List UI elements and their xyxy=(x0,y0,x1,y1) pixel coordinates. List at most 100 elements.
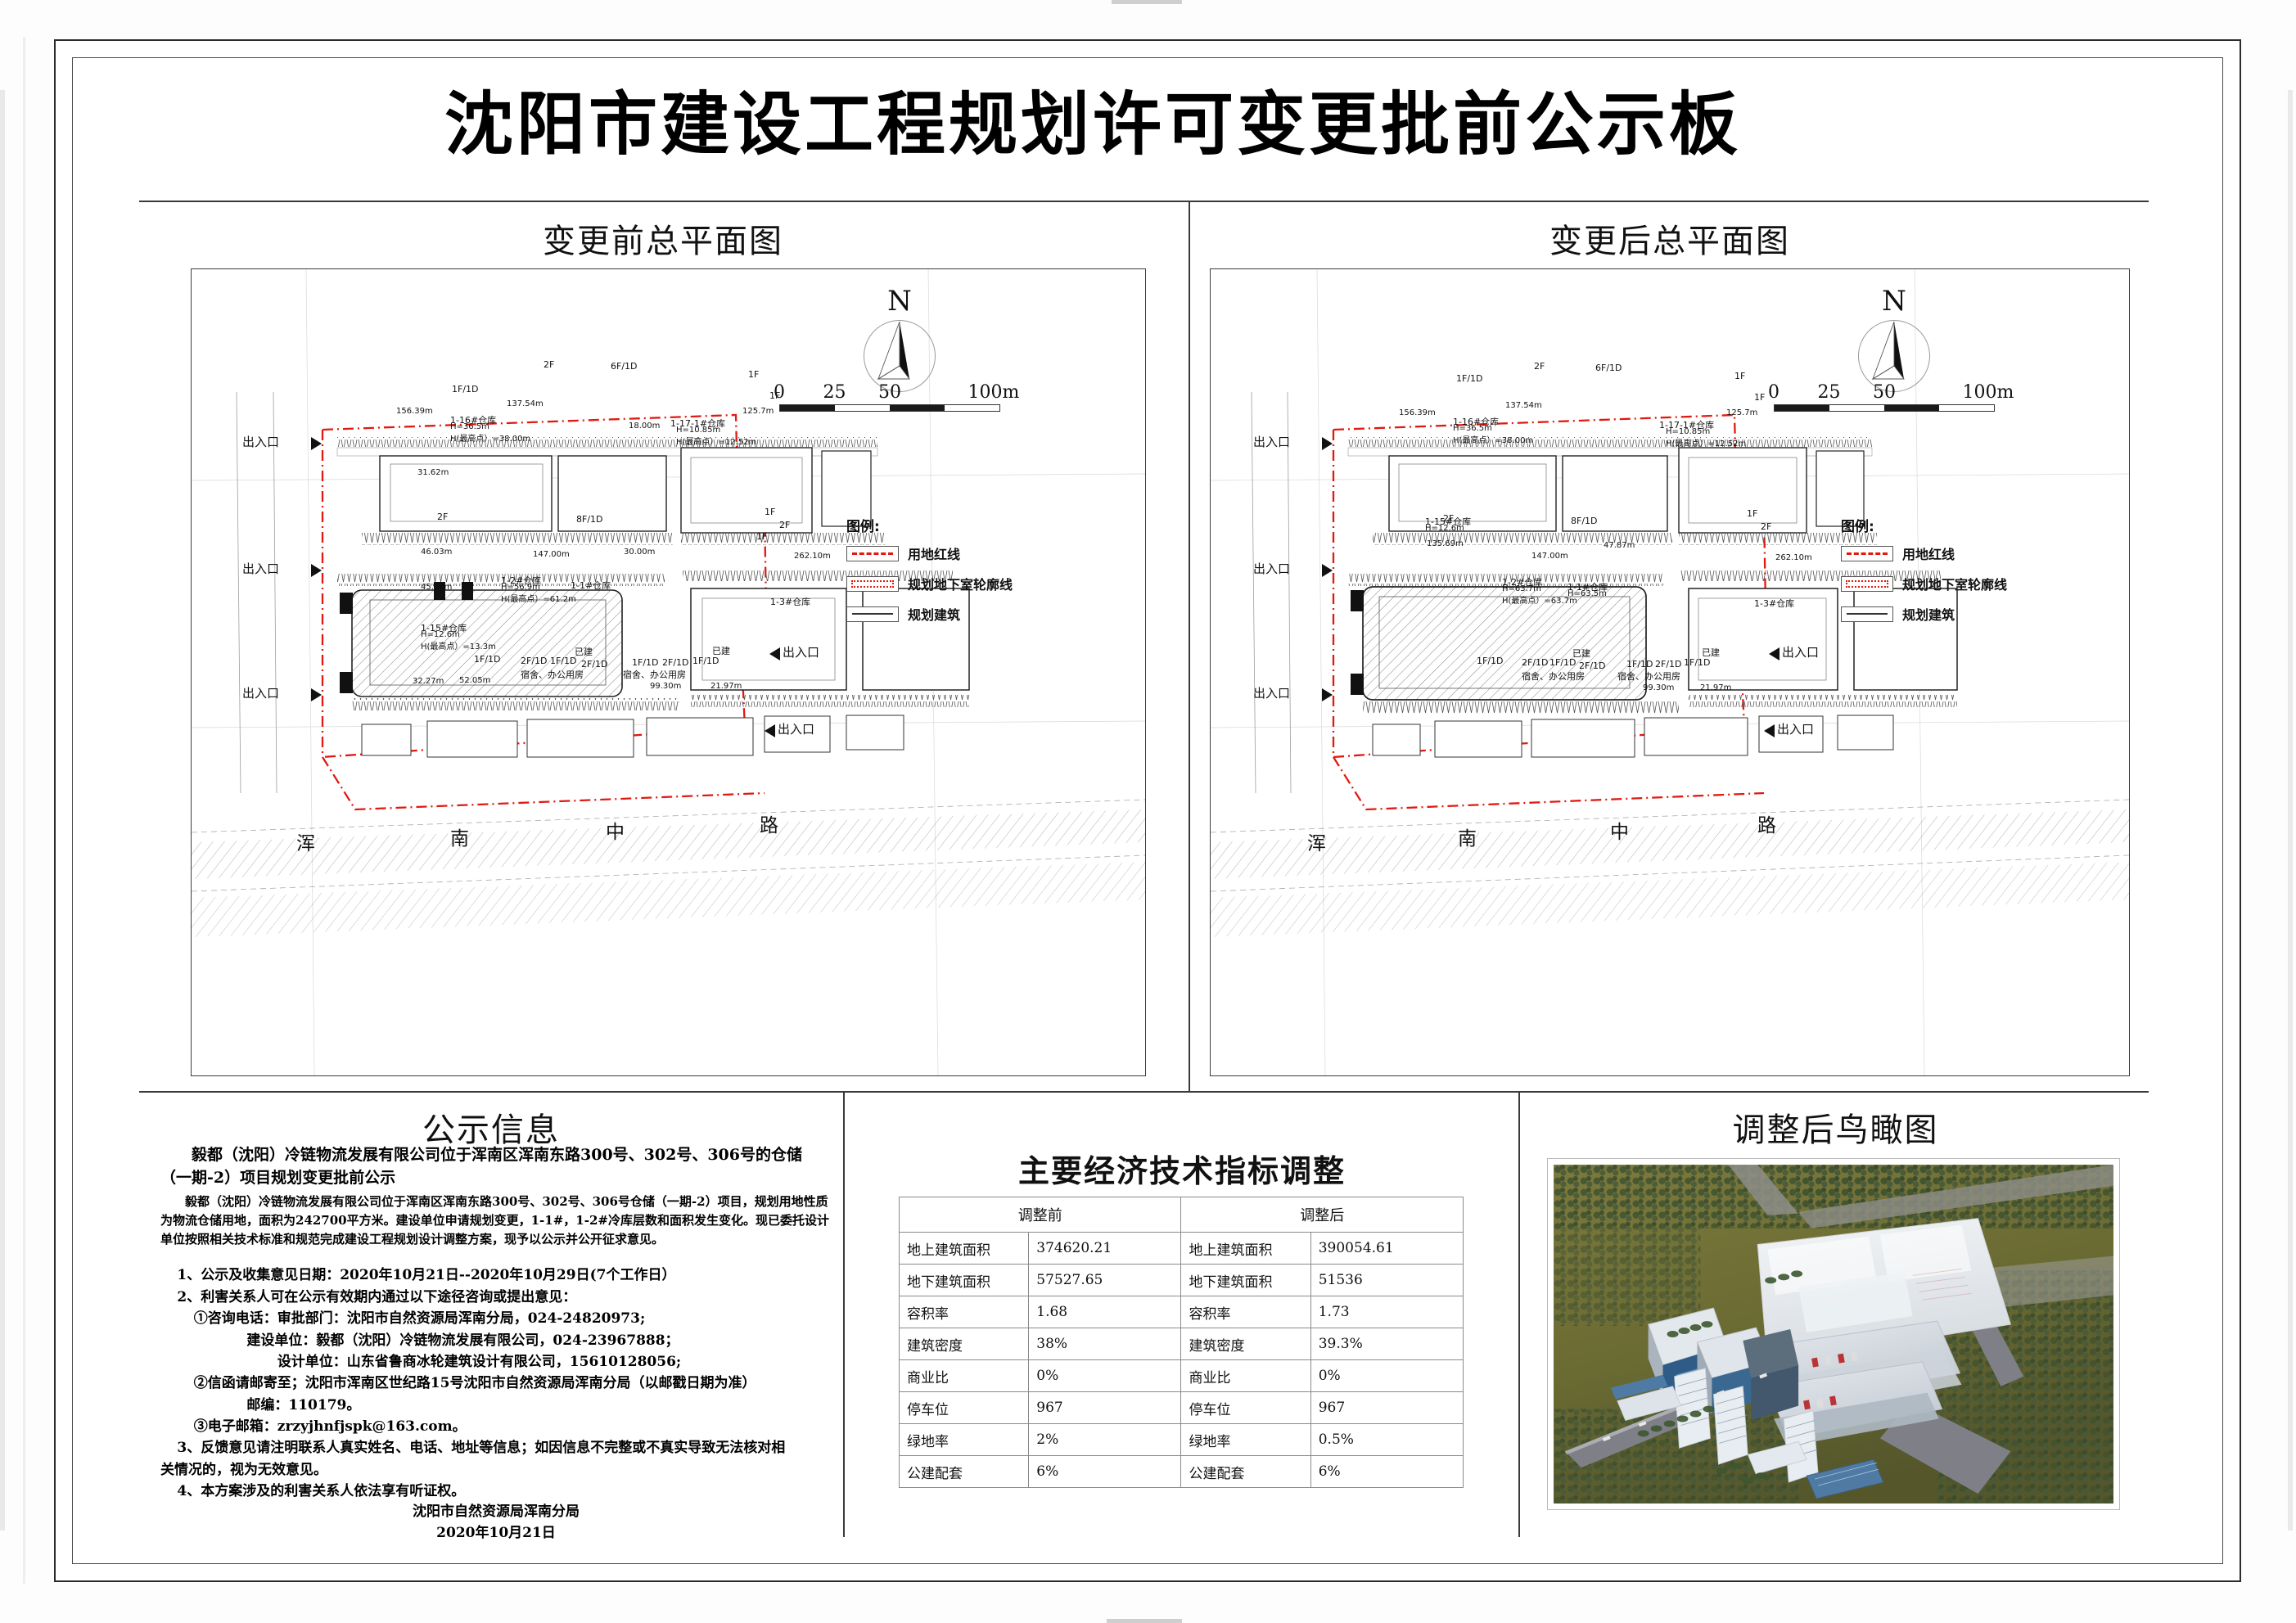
section-title-before-plan: 变更前总平面图 xyxy=(543,223,783,260)
plan-annotation: 47.87m xyxy=(1604,541,1635,550)
plan-annotation: 1-2#仓库 xyxy=(501,575,542,586)
site-plan-before: N 0 25 50 100m 图例: xyxy=(191,268,1146,1076)
indicator-key-before: 地上建筑面积 xyxy=(898,1232,1030,1265)
plan-annotation: 2F xyxy=(1534,361,1545,372)
entrance-arrow-icon xyxy=(769,647,780,660)
rendering-frame xyxy=(1547,1158,2120,1510)
plan-annotation: 1-16#仓库 xyxy=(1453,417,1500,427)
indicator-key-before: 公建配套 xyxy=(898,1455,1030,1488)
entrance-arrow-icon xyxy=(311,688,322,701)
indicator-key-after: 地上建筑面积 xyxy=(1180,1232,1311,1265)
page-edge-right xyxy=(2288,90,2293,1531)
plan-annotation: 1-3#仓库 xyxy=(770,597,811,607)
plan-annotation: 1-15#仓库 xyxy=(1425,516,1472,527)
registration-mark-top xyxy=(1112,0,1182,4)
legend-swatch-building xyxy=(846,606,899,622)
north-arrow-after: N xyxy=(1833,287,1955,392)
plan-annotation: 1-1#仓库 xyxy=(571,580,611,591)
indicator-key-after: 地下建筑面积 xyxy=(1180,1264,1311,1296)
plan-annotation: H=63.5m xyxy=(1568,589,1607,598)
entrance-arrow-icon xyxy=(1322,564,1333,577)
plan-annotation: 2F xyxy=(1761,521,1772,532)
plan-annotation: 30.00m xyxy=(624,548,656,557)
legend-swatch-basement xyxy=(846,575,899,592)
legend-after: 图例: 用地红线 规划地下室轮廓线 规划建筑 xyxy=(1841,515,2007,634)
plan-annotation: 1F xyxy=(769,390,781,401)
indicator-key-before: 商业比 xyxy=(898,1359,1030,1392)
indicator-value-before: 0% xyxy=(1028,1359,1182,1392)
plan-annotation: 21.97m xyxy=(1700,683,1732,692)
site-plan-after-drawing xyxy=(1211,269,2129,1075)
site-plan-after: N 0 25 50 100m 图例: 用地红 xyxy=(1210,268,2130,1076)
indicator-key-after: 公建配套 xyxy=(1180,1455,1311,1488)
legend-label-red-line: 用地红线 xyxy=(1902,547,1955,562)
compass-rose-after xyxy=(1858,320,1930,392)
road-label-char-2: 南 xyxy=(1458,828,1477,850)
plan-annotation: H(最高点）=12.52m xyxy=(676,438,757,447)
indicator-key-after: 建筑密度 xyxy=(1180,1328,1311,1360)
indicator-value-before: 1.68 xyxy=(1028,1296,1182,1328)
vertical-divider-table-render xyxy=(1518,1091,1520,1537)
indicator-value-after: 967 xyxy=(1310,1391,1464,1424)
plan-annotation: H=12.6m xyxy=(1425,524,1464,533)
entrance-label-5: 出入口 xyxy=(1777,722,1815,737)
plan-annotation: 1-16#仓库 xyxy=(450,415,497,426)
plan-annotation: 1F/1D xyxy=(1477,656,1504,666)
plan-annotation: 8F/1D xyxy=(576,514,603,525)
indicator-key-after: 商业比 xyxy=(1180,1359,1311,1392)
north-label-after: N xyxy=(1882,285,1906,318)
notice-item-2a2: 建设单位：毅都（沈阳）冷链物流发展有限公司，024-23967888； xyxy=(246,1332,679,1349)
legend-label-red-line: 用地红线 xyxy=(908,547,961,562)
legend-item-red-line: 用地红线 xyxy=(1841,543,2007,563)
plan-annotation: 1F/1D xyxy=(1456,373,1483,384)
plan-annotation: 2F/1D xyxy=(581,659,608,669)
entrance-label-1: 出入口 xyxy=(1253,435,1291,449)
entrance-arrow-icon xyxy=(1769,647,1780,660)
entrance-arrow-icon xyxy=(1322,688,1333,701)
page-title: 沈阳市建设工程规划许可变更批前公示板 xyxy=(444,83,1741,165)
table-header-row: 调整前 调整后 xyxy=(898,1197,1464,1233)
indicator-key-after: 容积率 xyxy=(1180,1296,1311,1328)
plan-annotation: 1-17-1#仓库 xyxy=(1659,420,1715,431)
plan-annotation: 1F/1D xyxy=(632,657,659,668)
plan-annotation: 1-2#仓库 xyxy=(1502,577,1543,588)
plan-annotation: 1F/1D xyxy=(1684,657,1711,668)
plan-annotation: 1-17-1#仓库 xyxy=(670,418,726,429)
legend-swatch-red-line xyxy=(1841,545,1893,561)
indicator-key-before: 地下建筑面积 xyxy=(898,1264,1030,1296)
plan-annotation: H(最高点）=38.00m xyxy=(1453,436,1534,445)
notice-signature: 沈阳市自然资源局浑南分局 2020年10月21日 xyxy=(160,1502,832,1544)
plan-annotation: 46.03m xyxy=(421,548,453,557)
plan-annotation: 262.10m xyxy=(794,552,831,561)
plan-annotation: 1F xyxy=(1747,508,1758,519)
plan-annotation: 21.97m xyxy=(710,682,742,691)
plan-annotation: 137.54m xyxy=(507,399,544,408)
plan-annotation: H(最高点）=12.52m xyxy=(1666,440,1747,449)
section-title-rendering: 调整后鸟瞰图 xyxy=(1732,1111,1939,1149)
legend-item-planned-building: 规划建筑 xyxy=(846,604,1013,624)
plan-annotation: 1-3#仓库 xyxy=(1754,598,1795,609)
scale-tick-0: 0 xyxy=(774,382,785,403)
poster-border-inner xyxy=(72,57,2223,1564)
plan-annotation: 1-1#仓库 xyxy=(1568,582,1608,593)
plan-annotation: H(最高点）=61.2m xyxy=(501,595,576,604)
plan-annotation: 1F xyxy=(756,531,768,542)
scale-tick-25: 25 xyxy=(823,382,846,403)
plan-annotation: 1F/1D xyxy=(692,656,719,666)
indicator-value-before: 57527.65 xyxy=(1028,1264,1182,1296)
legend-title: 图例: xyxy=(1841,519,1874,535)
plan-annotation: H(最高点）=38.00m xyxy=(450,435,531,444)
section-title-notice: 公示信息 xyxy=(422,1111,560,1149)
title-divider xyxy=(139,201,2149,202)
plan-annotation: H=36.5m xyxy=(450,422,489,431)
plan-annotation: 125.7m xyxy=(1726,408,1758,417)
legend-item-red-line: 用地红线 xyxy=(846,543,1013,563)
signature-date: 2020年10月21日 xyxy=(436,1524,556,1541)
road-label-char-3: 中 xyxy=(606,822,625,843)
plan-annotation: 125.7m xyxy=(742,407,774,416)
plan-annotation: 156.39m xyxy=(1399,408,1436,417)
plan-annotation: 宿舍、办公用房 xyxy=(623,669,686,680)
